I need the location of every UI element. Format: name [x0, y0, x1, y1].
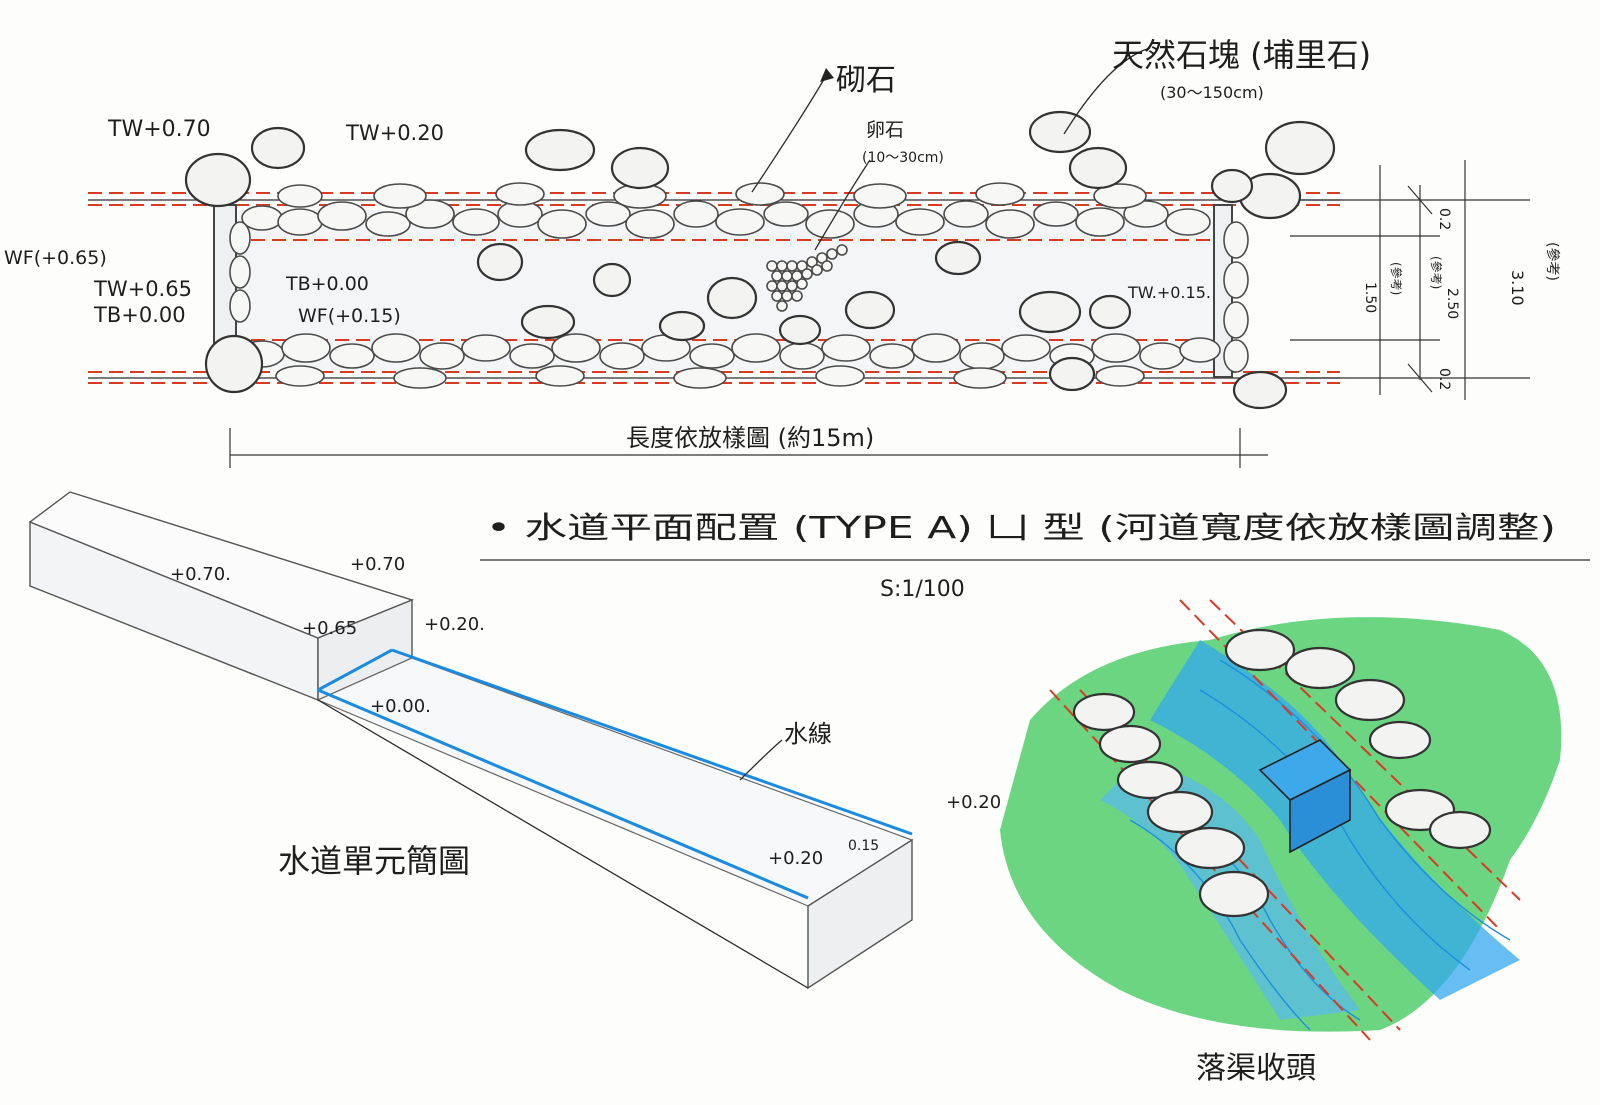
- section-water-line: 水線: [784, 720, 832, 748]
- dimension-lines: [1290, 160, 1530, 400]
- masonry-rocks-bottom: [239, 333, 1221, 389]
- plan-scale: S:1/100: [880, 577, 965, 602]
- section-v065: +0.65: [302, 618, 357, 639]
- cobble-cluster: [766, 244, 848, 312]
- label-cobble: 卵石: [866, 119, 904, 141]
- weir-face: [1289, 768, 1351, 854]
- end-wall-rocks: [229, 221, 1249, 373]
- water-line-far: [391, 648, 913, 836]
- plan-title: • 水道平面配置 (TYPE A) 凵 型 (河道寬度依放樣圖調整): [486, 511, 1556, 546]
- label-stone-size: (30～150cm): [1160, 83, 1264, 102]
- dim-top-value: 0.2: [1436, 208, 1452, 230]
- label-cobble-size: (10～30cm): [862, 150, 944, 166]
- label-tb-000-left: TB+0.00: [93, 303, 186, 327]
- masonry-rocks-top: [241, 182, 1211, 239]
- dim-channel-value: 1.50: [1362, 282, 1378, 313]
- label-wf-065: WF(+0.65): [4, 247, 107, 269]
- dim-total-note: (參考): [1544, 242, 1560, 281]
- dim-width-note: (參考): [1429, 256, 1444, 289]
- plan-view: TW+0.70 TW+0.20 WF(+0.65) TW+0.65 TB+0.0…: [4, 36, 1590, 602]
- section-v020b: +0.20: [946, 792, 1001, 813]
- section-v020c: +0.20: [768, 848, 823, 869]
- natural-boulders: [184, 110, 1336, 410]
- section-v020a: +0.20.: [424, 614, 485, 635]
- water-line-start: [317, 648, 393, 692]
- perspective-sketch: 落渠收頭: [1000, 599, 1562, 1086]
- label-length-note: 長度依放樣圖 (約15m): [626, 424, 874, 452]
- cobble-leader: [814, 159, 871, 251]
- section-v015: 0.15: [848, 838, 879, 854]
- label-tw-020: TW+0.20: [345, 121, 444, 145]
- stone-leader: [1063, 47, 1151, 135]
- water-label-leader: [739, 739, 783, 781]
- channel-end-face: [807, 838, 913, 990]
- perspective-boulders: [1072, 628, 1492, 918]
- label-wf-015: WF(+0.15): [298, 305, 401, 327]
- section-title: 水道單元簡圖: [278, 842, 470, 880]
- water-line-near: [317, 688, 809, 900]
- channel-edge: [317, 699, 809, 989]
- dim-width-value: 2.50: [1444, 288, 1460, 319]
- label-masonry: 砌石: [836, 63, 896, 98]
- dim-channel-note: (參考): [1389, 262, 1404, 295]
- label-tw-015: TW.+0.15.: [1127, 283, 1211, 302]
- label-natural-stone: 天然石塊 (埔里石): [1112, 36, 1371, 74]
- section-v070b: +0.70: [350, 554, 405, 575]
- dim-total-value: 3.10: [1508, 270, 1527, 306]
- masonry-leader: [751, 75, 827, 193]
- masonry-arrow-icon: [820, 68, 834, 82]
- section-v070: +0.70.: [170, 564, 231, 585]
- unit-section-sketch: +0.70. +0.70 +0.65 +0.20. +0.00. 水線 +0.2…: [28, 491, 1001, 990]
- dim-bottom-value: 0.2: [1436, 368, 1452, 390]
- label-tw-065: TW+0.65: [93, 277, 192, 301]
- label-tb-000-mid: TB+0.00: [285, 273, 369, 295]
- label-tw-070: TW+0.70: [107, 117, 211, 142]
- perspective-title: 落渠收頭: [1196, 1051, 1316, 1086]
- section-v000: +0.00.: [370, 696, 431, 717]
